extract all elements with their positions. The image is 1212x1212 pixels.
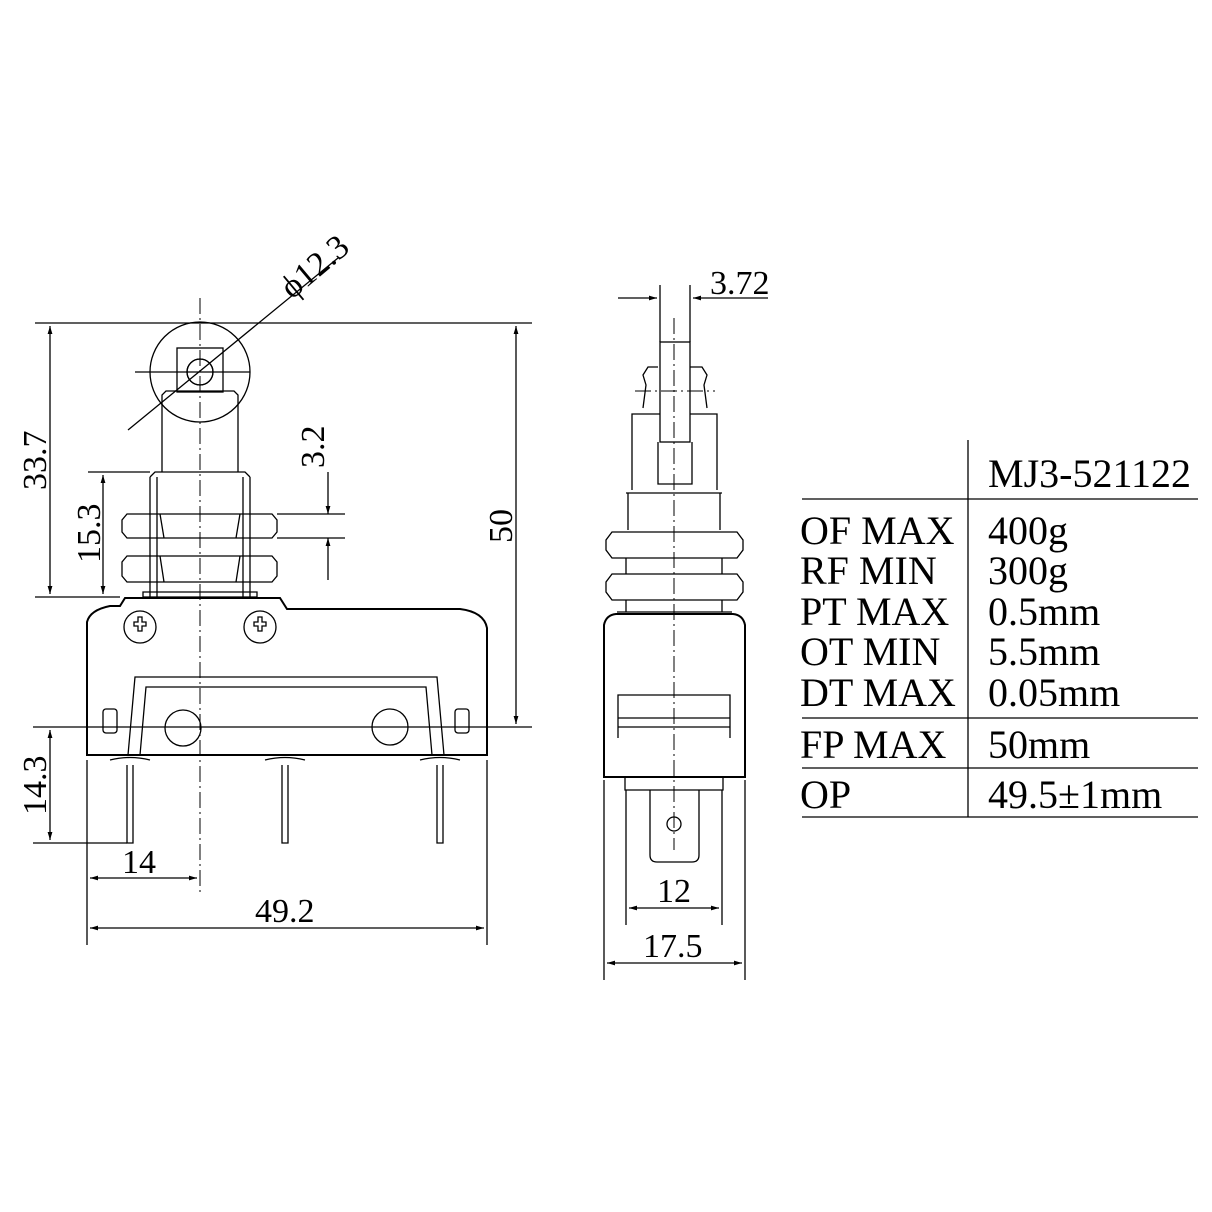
- switch-housing: [86, 597, 488, 756]
- dim-total-height: 50: [483, 509, 520, 543]
- dim-terminal-width: 12: [657, 873, 691, 910]
- dim-height-to-flange: 33.7: [17, 431, 54, 491]
- hex-nut-lower: [121, 555, 278, 583]
- param-value: 50mm: [988, 722, 1090, 767]
- screw-right: [243, 610, 277, 644]
- side-view: 3.72 12 17.5: [603, 265, 770, 980]
- param-value: 0.5mm: [988, 589, 1100, 634]
- param-label: RF MIN: [800, 548, 937, 593]
- dim-nut-thickness: 3.2: [295, 426, 332, 469]
- mount-slot: [164, 709, 202, 747]
- param-label: OT MIN: [800, 629, 940, 674]
- param-label: PT MAX: [800, 589, 949, 634]
- dim-body-length: 49.2: [255, 893, 315, 930]
- param-label: FP MAX: [800, 722, 946, 767]
- model-number: MJ3-521122: [988, 451, 1191, 496]
- param-label: DT MAX: [800, 670, 956, 715]
- param-value: 49.5±1mm: [988, 772, 1162, 817]
- param-label: OP: [800, 772, 851, 817]
- param-value: 400g: [988, 508, 1068, 553]
- hex-nut-side-upper: [605, 531, 744, 559]
- dim-pin-length: 14.3: [17, 756, 54, 816]
- front-view: [86, 298, 488, 895]
- dim-roller-diameter: ϕ12.3: [273, 228, 356, 306]
- param-value: 5.5mm: [988, 629, 1100, 674]
- dim-roller-width: 3.72: [710, 265, 770, 302]
- param-value: 0.05mm: [988, 670, 1120, 715]
- param-label: OF MAX: [800, 508, 955, 553]
- param-value: 300g: [988, 548, 1068, 593]
- hex-nut-upper: [121, 513, 278, 539]
- hex-nut-side-lower: [605, 573, 744, 601]
- terminal-pins: [109, 756, 461, 844]
- threaded-bushing: [149, 471, 251, 597]
- spec-table: MJ3-521122 OF MAX 400g RF MIN 300g PT MA…: [800, 440, 1198, 818]
- roller-fork: [176, 347, 224, 393]
- terminal-tab: [649, 790, 700, 863]
- screw-left: [123, 610, 157, 644]
- dim-body-width: 17.5: [643, 928, 703, 965]
- roller-side: [659, 341, 691, 443]
- front-dimensions: ϕ12.3 33.7 15.3 3.2 50 14.3 14 49.2: [17, 228, 532, 945]
- housing-side: [603, 613, 746, 778]
- dim-pin-offset: 14: [122, 844, 156, 881]
- dim-bushing-length: 15.3: [71, 504, 108, 564]
- plunger: [161, 390, 239, 472]
